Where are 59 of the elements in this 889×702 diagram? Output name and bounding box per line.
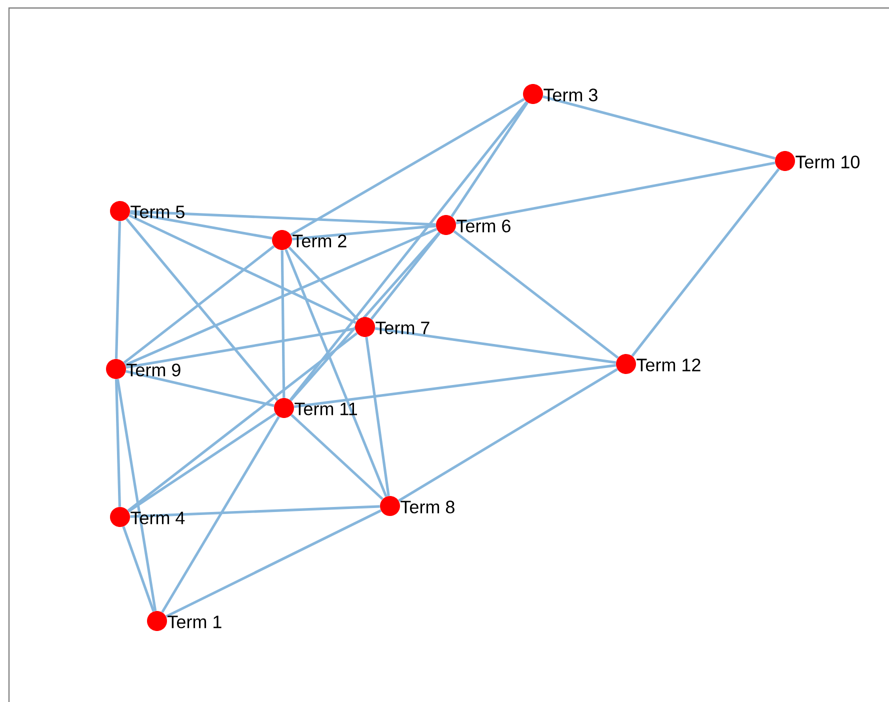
node-label: Term 9 xyxy=(126,364,180,376)
edge-line xyxy=(128,412,276,512)
edge-line xyxy=(161,416,280,613)
edge-line xyxy=(631,168,780,357)
edge-line xyxy=(114,379,122,507)
edge-line xyxy=(288,246,359,321)
edge-line xyxy=(365,336,390,496)
graph-node: Term 6 xyxy=(436,215,510,235)
edge-line xyxy=(116,378,157,612)
edge-line xyxy=(130,505,380,518)
graph-node: Term 7 xyxy=(355,317,430,337)
graph-node: Term 5 xyxy=(110,201,184,221)
edge-line xyxy=(542,95,776,160)
edge-line xyxy=(453,230,619,359)
edge-line xyxy=(128,214,356,324)
graph-node: Term 4 xyxy=(110,507,185,527)
edge-line xyxy=(290,98,525,236)
node-label: Term 6 xyxy=(456,220,510,232)
edge-line xyxy=(284,248,388,498)
node-label: Term 4 xyxy=(130,512,185,524)
node-label: Term 11 xyxy=(294,402,358,416)
graph-node: Term 2 xyxy=(272,230,346,250)
edge-line xyxy=(450,102,528,218)
graph-node: Term 9 xyxy=(106,359,180,379)
edge-line xyxy=(290,414,384,500)
edge-line xyxy=(122,526,155,612)
graph-node: Term 8 xyxy=(380,496,454,516)
graph-node: Term 12 xyxy=(616,354,700,374)
edge-line xyxy=(289,101,528,401)
edge-line xyxy=(370,232,441,320)
edge-line xyxy=(130,210,436,226)
edge-line xyxy=(294,364,616,408)
edge-line xyxy=(166,509,382,618)
graph-node: Term 3 xyxy=(523,84,598,104)
node-label: Term 3 xyxy=(544,88,598,102)
edge-line xyxy=(127,332,358,512)
graph-node: Term 1 xyxy=(147,611,222,631)
edge-line xyxy=(114,221,122,359)
edge-line xyxy=(290,232,440,402)
node-label: Term 5 xyxy=(130,206,184,218)
graph-node: Term 10 xyxy=(775,151,860,171)
node-label: Term 10 xyxy=(796,156,860,168)
edge-line xyxy=(292,224,436,240)
edge-line xyxy=(130,212,272,240)
edge-line xyxy=(126,218,278,401)
node-label: Term 1 xyxy=(168,616,222,628)
node-label: Term 7 xyxy=(376,322,430,334)
edge-line xyxy=(126,327,356,369)
edge-line xyxy=(374,327,616,364)
edge-line xyxy=(456,162,776,224)
node-label: Term 8 xyxy=(400,500,454,514)
edge-line xyxy=(280,250,286,398)
edge-line xyxy=(123,245,275,364)
node-label: Term 2 xyxy=(292,234,346,248)
node-label: Term 12 xyxy=(636,358,700,372)
graph-node: Term 11 xyxy=(274,398,357,418)
edge-line xyxy=(124,228,438,366)
edge-line xyxy=(126,370,274,407)
edge-line xyxy=(398,368,618,502)
